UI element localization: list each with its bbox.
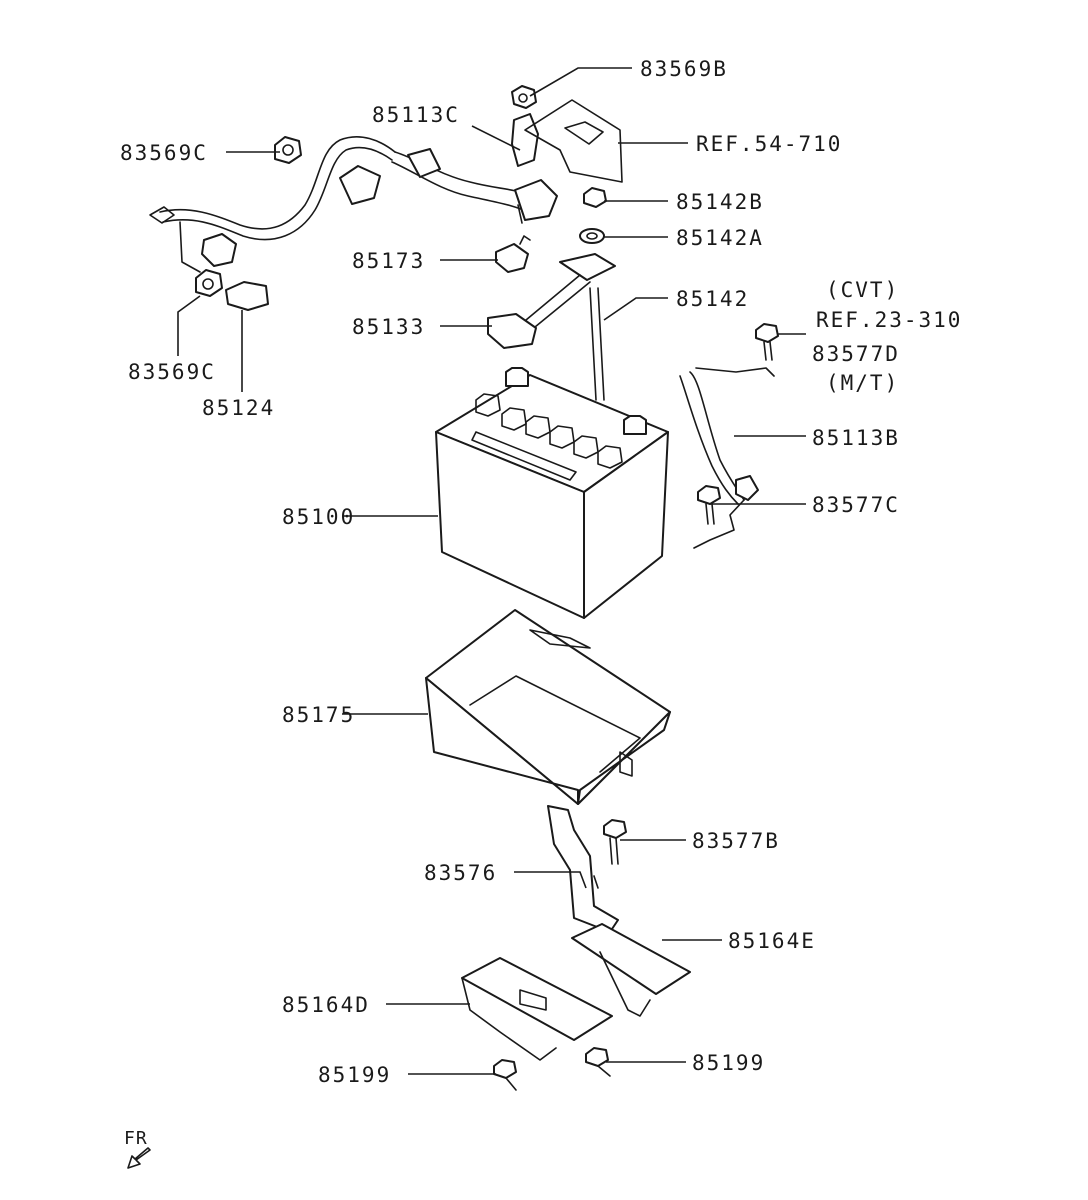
label-85133: 85133 (352, 315, 425, 339)
battery-85100 (435, 367, 669, 619)
terminal-85113C (511, 113, 539, 224)
label-83576: 83576 (424, 861, 497, 885)
callout-labels: 83569B 85113C 83569C REF.54-710 85142B 8… (120, 57, 962, 1087)
label-83569C-top: 83569C (120, 141, 208, 165)
front-direction-marker: FR (124, 1128, 151, 1169)
bolt-85199-right (585, 1047, 611, 1077)
label-85164E: 85164E (728, 929, 816, 953)
front-label: FR (124, 1128, 148, 1149)
label-ref-54-710: REF.54-710 (696, 132, 842, 156)
label-83577C: 83577C (812, 493, 900, 517)
hold-down-rod-85142 (513, 253, 616, 401)
battery-tray-85175 (425, 609, 671, 805)
bolt-83577C (697, 485, 721, 525)
arrow-down-left-icon (127, 1147, 151, 1169)
label-85142: 85142 (676, 287, 749, 311)
label-83569B: 83569B (640, 57, 728, 81)
label-mt: (M/T) (826, 371, 899, 395)
washer-85142A (579, 228, 605, 244)
label-85173: 85173 (352, 249, 425, 273)
nut-83569B (511, 85, 537, 109)
label-85142B: 85142B (676, 190, 764, 214)
clamp-85133 (487, 313, 537, 349)
leader-lines (177, 67, 806, 1075)
label-85199-right: 85199 (692, 1051, 765, 1075)
label-85164D: 85164D (282, 993, 370, 1017)
label-83577D: 83577D (812, 342, 900, 366)
battery-cable-harness (149, 136, 558, 273)
label-85142A: 85142A (676, 226, 764, 250)
bolt-83577B (603, 819, 627, 865)
bolt-85199-left (493, 1059, 517, 1091)
label-85175: 85175 (282, 703, 355, 727)
bolt-83577D (755, 323, 779, 361)
cover-85124 (225, 281, 269, 311)
label-cvt: (CVT) (826, 278, 899, 302)
label-85100: 85100 (282, 505, 355, 529)
label-85124: 85124 (202, 396, 275, 420)
label-85113C: 85113C (372, 103, 460, 127)
label-ref-23-310: REF.23-310 (816, 308, 962, 332)
bracket-85164E (571, 923, 691, 1017)
nut-83569C-top (274, 136, 302, 164)
label-85113B: 85113B (812, 426, 900, 450)
nut-85142B (583, 187, 607, 208)
clip-85173 (495, 235, 531, 273)
bracket-ref-54-710 (524, 99, 623, 183)
nut-83569C-bottom (195, 269, 223, 297)
label-85199-left: 85199 (318, 1063, 391, 1087)
label-83577B: 83577B (692, 829, 780, 853)
bracket-83576 (547, 805, 619, 933)
bracket-85164D (461, 957, 613, 1061)
ground-cable-85113B (679, 367, 775, 549)
label-83569C-bottom: 83569C (128, 360, 216, 384)
